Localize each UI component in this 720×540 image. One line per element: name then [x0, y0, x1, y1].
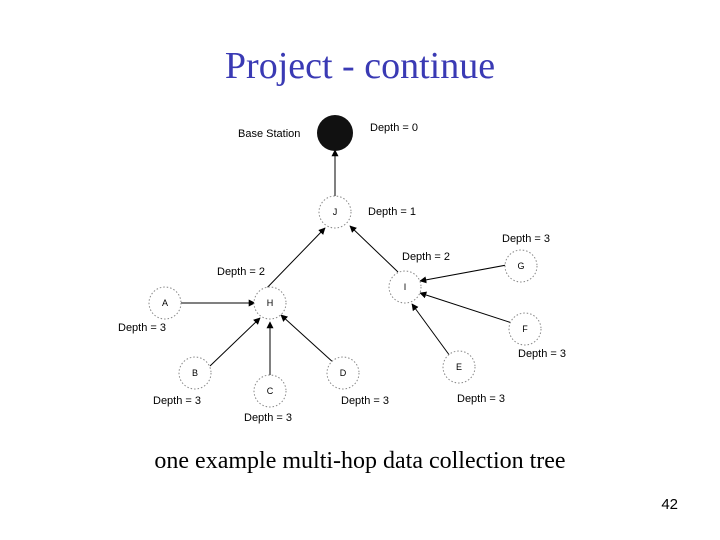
node-e-letter: E — [456, 362, 462, 372]
node-h — [253, 286, 287, 320]
node-d — [326, 356, 360, 390]
node-b-letter: B — [192, 368, 198, 378]
node-e — [442, 350, 476, 384]
node-j-letter: J — [333, 207, 338, 217]
depth-label-c: Depth = 3 — [244, 412, 292, 424]
node-i-letter: I — [404, 282, 407, 292]
node-g — [504, 249, 538, 283]
edge-h-j — [261, 227, 326, 294]
depth-label-i: Depth = 2 — [402, 251, 450, 263]
node-a-letter: A — [162, 298, 168, 308]
depth-label-h: Depth = 2 — [217, 266, 265, 278]
node-d-letter: D — [340, 368, 347, 378]
depth-label-f: Depth = 3 — [518, 348, 566, 360]
edge-e-i — [411, 303, 451, 357]
node-j — [318, 195, 352, 229]
edge-g-i — [419, 263, 513, 284]
caption: one example multi-hop data collection tr… — [154, 448, 566, 474]
node-b — [178, 356, 212, 390]
node-g-letter: G — [517, 261, 524, 271]
edge-f-i — [419, 291, 513, 324]
depth-label-b: Depth = 3 — [153, 395, 201, 407]
edge-b-h — [209, 317, 261, 367]
node-f-letter: F — [522, 324, 528, 334]
edge-i-j — [349, 225, 399, 273]
node-h-letter: H — [267, 298, 274, 308]
base-station-label: Base Station — [238, 128, 300, 140]
node-c — [253, 374, 287, 408]
depth-label-d: Depth = 3 — [341, 395, 389, 407]
page-number: 42 — [661, 496, 678, 513]
edge-d-h — [280, 314, 336, 365]
depth-label-g: Depth = 3 — [502, 233, 550, 245]
depth-label-j: Depth = 1 — [368, 206, 416, 218]
node-a — [148, 286, 182, 320]
depth-label-bs: Depth = 0 — [370, 122, 418, 134]
depth-label-e: Depth = 3 — [457, 393, 505, 405]
node-c-letter: C — [267, 386, 274, 396]
node-f — [508, 312, 542, 346]
base-station-node — [317, 115, 353, 151]
slide-title: Project - continue — [224, 45, 496, 87]
depth-label-a: Depth = 3 — [118, 322, 166, 334]
node-i — [388, 270, 422, 304]
